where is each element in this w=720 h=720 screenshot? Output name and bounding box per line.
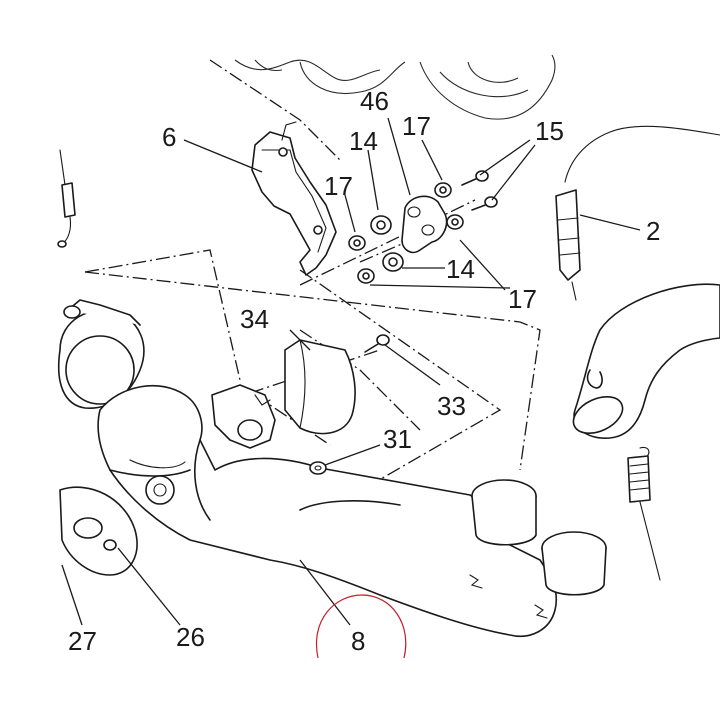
callout-17-bottom: 17 [508,284,537,314]
highlight-circle [316,594,407,659]
bolts-15 [461,170,498,211]
callout-17-top: 17 [402,111,431,141]
callout-labels: 6 14 46 17 15 17 2 14 17 34 33 31 27 26 … [68,86,660,656]
callout-14-top: 14 [349,126,378,156]
exhaust-pipe-8 [97,384,607,637]
callout-6: 6 [162,122,176,152]
oxygen-sensor-2 [555,125,720,301]
callout-15: 15 [535,116,564,146]
nut-31 [309,461,327,475]
callout-2: 2 [646,216,660,246]
rubber-mount-parts [348,182,464,284]
muffler-end-26 [59,486,138,576]
callout-31: 31 [383,424,412,454]
clamp-left [58,299,145,409]
bolt-33 [364,334,390,353]
callout-14-bottom: 14 [446,254,475,284]
heat-shield-34 [284,339,356,435]
callout-8: 8 [351,626,365,656]
callout-26: 26 [176,622,205,652]
callout-17-left: 17 [324,171,353,201]
leader-lines [61,117,641,626]
callout-34: 34 [240,304,269,334]
sensor-cable-left [57,149,76,248]
callout-46: 46 [360,86,389,116]
exhaust-bracket [211,384,276,449]
header-pipe-right [572,283,720,439]
callout-27: 27 [68,626,97,656]
bracket-6 [251,121,337,276]
callout-33: 33 [437,391,466,421]
engine-outline [234,54,556,120]
spring [627,446,661,581]
